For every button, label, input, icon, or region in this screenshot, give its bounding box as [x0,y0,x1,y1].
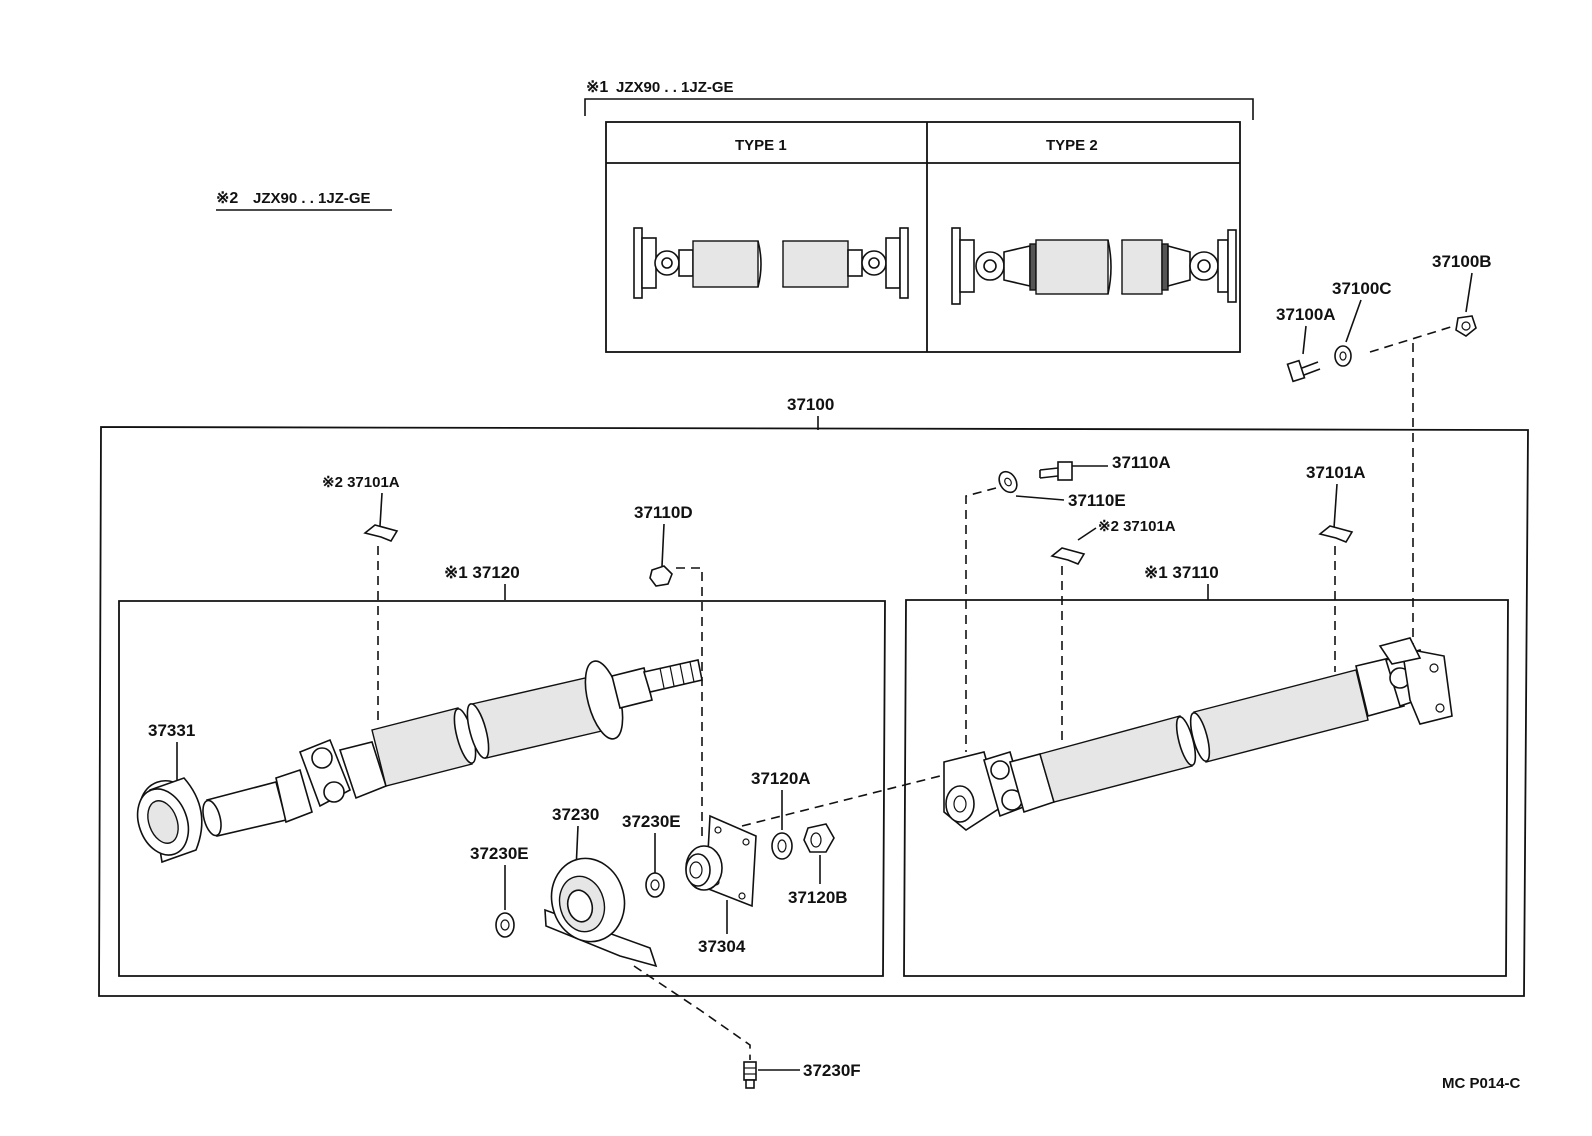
label-37230F: 37230F [803,1061,861,1080]
type-2-shaft [951,227,1237,305]
nut-37100B [1455,315,1477,337]
label-37331: 37331 [148,721,195,740]
assembly-box-37100 [98,426,1529,997]
clip-37101A-right [1318,525,1354,543]
type-inset-box: TYPE 1 TYPE 2 [605,121,1241,353]
rear-propeller-shaft-37110 [943,637,1453,831]
label-37101A-left: ※2 37101A [322,474,400,491]
hardware-37110: 37110A 37110E ※2 37101A 37101A [965,453,1366,752]
label-37100C: 37100C [1332,279,1392,298]
note-1-mark: ※1 [586,79,608,96]
label-37100: 37100 [787,395,834,414]
subassembly-box-37120 [118,600,886,977]
flange-37304 [685,814,757,908]
diagram-code: MC P014-C [1442,1075,1521,1092]
note-2-text: JZX90 . . 1JZ-GE [253,190,371,207]
label-37120B: 37120B [788,888,848,907]
nut-37110D [649,565,673,587]
label-37230: 37230 [552,805,599,824]
center-bearing-37230 [544,857,658,968]
washer-37120A [771,832,793,860]
label-37110E: 37110E [1068,491,1126,510]
label-37101A-mid: ※2 37101A [1098,518,1176,535]
note-2-mark: ※2 [216,190,238,207]
label-37230E-a: 37230E [470,844,529,863]
nut-37120B [803,823,835,853]
label-37101A-right: 37101A [1306,463,1366,482]
label-37110D: 37110D [634,503,693,522]
bolt-37230F [743,1061,757,1089]
type-2-header: TYPE 2 [1046,137,1098,154]
hardware-37100: 37100B 37100C 37100A [1276,252,1492,660]
label-37304: 37304 [698,937,746,956]
note-1-text: JZX90 . . 1JZ-GE [616,79,734,96]
label-37110: ※1 37110 [1144,563,1219,582]
label-37110A: 37110A [1112,453,1171,472]
type-1-header: TYPE 1 [735,137,787,154]
subassembly-box-37110 [903,599,1509,977]
note-1-bracket [584,98,1254,120]
washer-37110E [998,470,1018,494]
front-propeller-shaft-37120: 37331 [136,659,703,864]
note-2: ※2 JZX90 . . 1JZ-GE [216,190,392,211]
note-1: ※1 JZX90 . . 1JZ-GE [584,79,1254,120]
clip-37101A-left [363,524,399,542]
washer-37230E-a [495,912,515,938]
label-37100A: 37100A [1276,305,1336,324]
bolt-37100A [1286,359,1321,383]
center-support-parts: 37230 37230E 37230E 37304 [470,769,941,1089]
bearing-37331 [136,777,203,864]
bolt-37110A [1039,461,1073,481]
label-37230E-b: 37230E [622,812,681,831]
label-37100B: 37100B [1432,252,1492,271]
label-37120: ※1 37120 [444,563,520,582]
type-1-shaft [633,227,909,299]
label-37120A: 37120A [751,769,811,788]
washer-37230E-b [645,872,665,898]
washer-37100C [1334,345,1352,367]
clip-37101A-mid [1050,547,1086,565]
